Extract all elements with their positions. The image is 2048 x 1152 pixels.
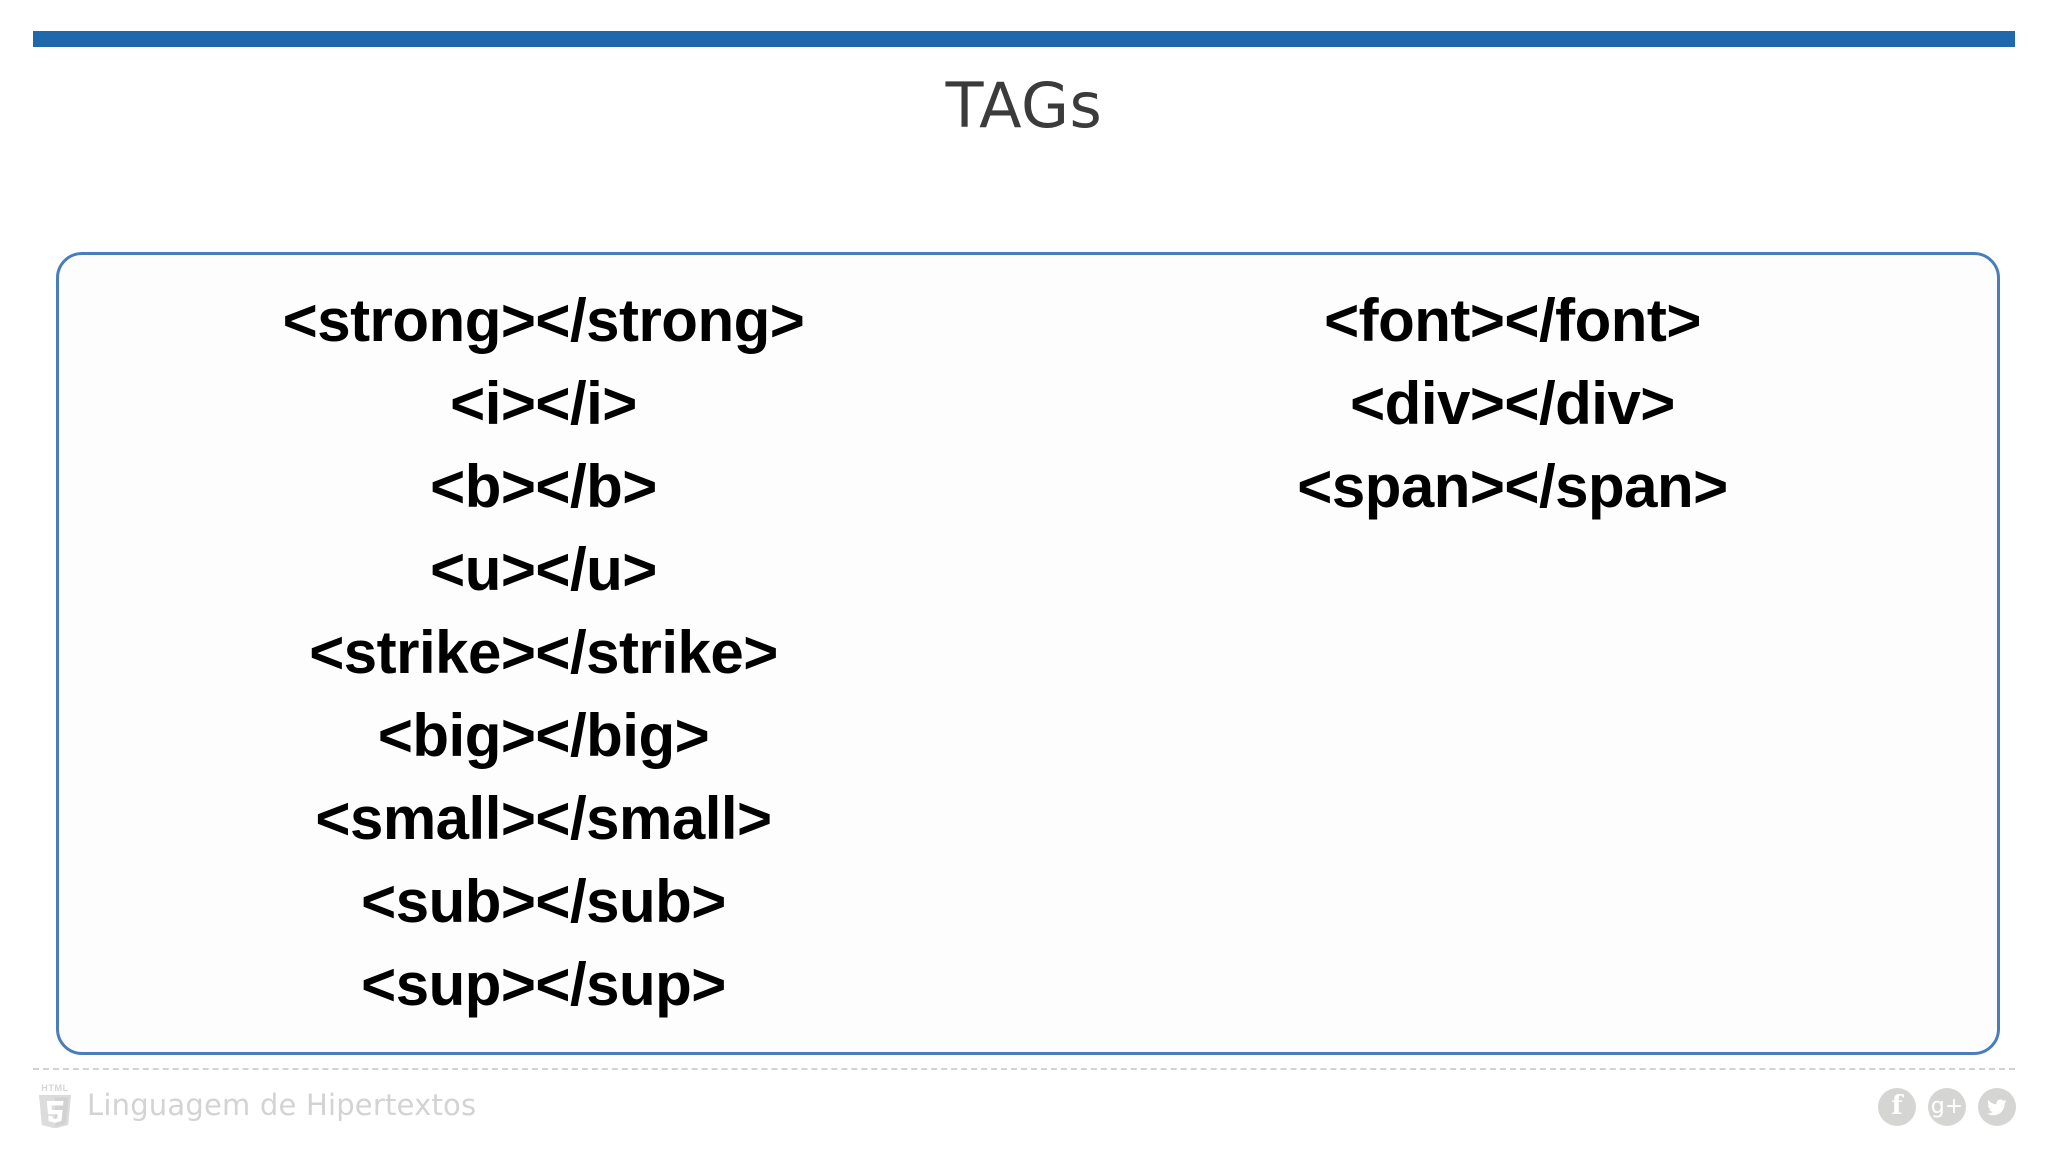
facebook-icon[interactable]: f	[1878, 1088, 1916, 1126]
footer-divider	[33, 1068, 2015, 1070]
tag-item: <strong></strong>	[282, 287, 805, 354]
tag-item: <sub></sub>	[361, 868, 726, 935]
tag-item: <strike></strike>	[309, 619, 778, 686]
tags-right-column: <font></font> <div></div> <span></span>	[1028, 279, 1997, 528]
top-accent-bar	[33, 31, 2015, 47]
footer-social-links: f g+	[1878, 1088, 2016, 1126]
page-title: TAGs	[945, 69, 1103, 142]
tag-item: <big></big>	[377, 702, 710, 769]
tag-item: <span></span>	[1297, 453, 1728, 520]
tag-item: <sup></sup>	[361, 951, 726, 1018]
footer: HTML Linguagem de Hipertextos f g+	[0, 1078, 2048, 1152]
html5-shield-icon: HTML	[33, 1082, 77, 1129]
tags-content-box: <strong></strong> <i></i> <b></b> <u></u…	[56, 252, 2000, 1055]
tag-item: <u></u>	[430, 536, 657, 603]
google-plus-icon[interactable]: g+	[1928, 1088, 1966, 1126]
svg-text:HTML: HTML	[41, 1083, 68, 1093]
tag-item: <i></i>	[450, 370, 637, 437]
footer-brand: HTML Linguagem de Hipertextos	[33, 1082, 477, 1129]
tag-item: <font></font>	[1324, 287, 1701, 354]
tags-columns: <strong></strong> <i></i> <b></b> <u></u…	[59, 255, 1997, 1052]
tag-item: <small></small>	[315, 785, 772, 852]
tag-item: <b></b>	[430, 453, 657, 520]
footer-label: Linguagem de Hipertextos	[87, 1088, 477, 1122]
tags-left-column: <strong></strong> <i></i> <b></b> <u></u…	[59, 279, 1028, 1026]
tag-item: <div></div>	[1350, 370, 1675, 437]
twitter-icon[interactable]	[1978, 1088, 2016, 1126]
